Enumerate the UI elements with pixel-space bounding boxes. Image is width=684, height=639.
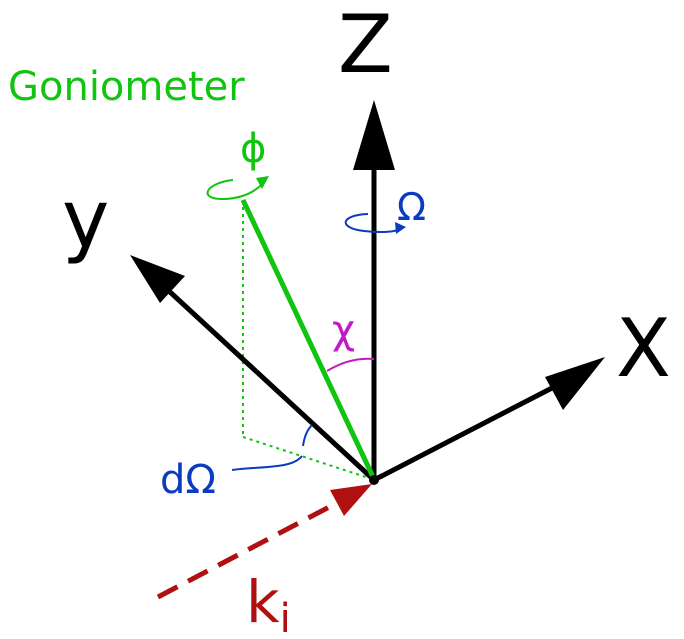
x-axis: [372, 357, 605, 483]
goniometer-label: Goniometer: [8, 64, 245, 110]
incident-beam: [156, 484, 372, 600]
projection-lines: [242, 200, 373, 480]
y-axis-label: y: [62, 173, 109, 266]
chi-label: χ: [332, 307, 355, 353]
omega-rotation-icon: [344, 213, 406, 234]
origin-point: [369, 475, 379, 485]
omega-label: Ω: [397, 185, 426, 229]
phi-rotation-icon: [206, 176, 269, 201]
y-axis: [130, 255, 376, 482]
chi-arc: [326, 357, 375, 372]
z-axis: [353, 100, 395, 480]
phi-label: ϕ: [240, 126, 266, 172]
z-axis-label: Z: [338, 0, 393, 91]
d-omega-label: dΩ: [160, 457, 216, 503]
k-i-label: ki: [246, 568, 291, 639]
goniometer-arm: [240, 198, 377, 481]
k-subscript: i: [280, 596, 291, 639]
x-axis-label: X: [616, 302, 671, 395]
k-base: k: [246, 568, 280, 636]
d-omega-arc: [302, 424, 313, 447]
d-omega-pointer: [231, 455, 303, 471]
